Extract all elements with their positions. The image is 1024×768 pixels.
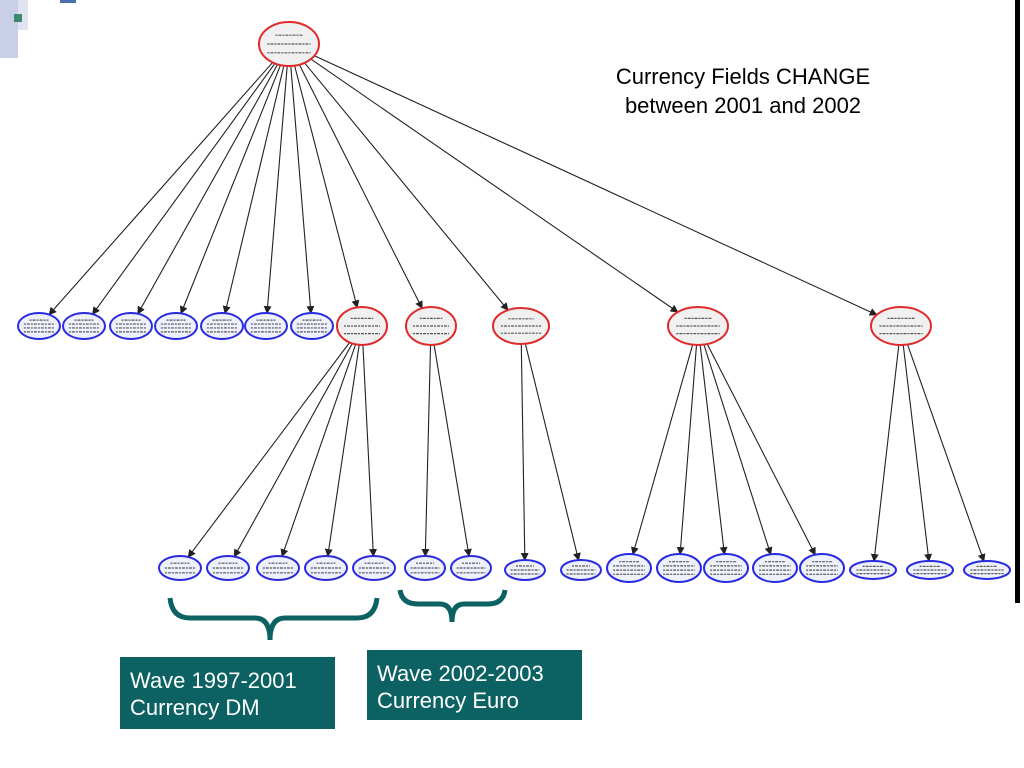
edge-root-f6 [263, 65, 288, 315]
field-node-f4 [154, 312, 198, 340]
field-node-g4c4 [752, 553, 798, 583]
slide-accent-line [60, 0, 76, 3]
caption-line-1: Currency Fields CHANGE [615, 64, 871, 89]
group-node-g4 [667, 306, 729, 346]
field-node-g1c1 [158, 555, 202, 581]
edge-g5-g5c1 [870, 344, 900, 563]
node-ellipse [799, 553, 845, 583]
wave-dm-line-2: Currency DM [130, 695, 260, 720]
edge-g4-g4c4 [703, 344, 773, 556]
edge-g1-g1c1 [187, 342, 351, 558]
edge-g5-g5c2 [902, 344, 933, 563]
wave-dm-line-1: Wave 1997-2001 [130, 668, 297, 693]
wave-box-euro: Wave 2002-2003 Currency Euro [367, 650, 582, 720]
group-node-g3 [492, 307, 550, 345]
edge-root-f2 [92, 63, 276, 315]
edge-root-g2 [298, 64, 423, 310]
edge-g2-g2c2 [433, 344, 472, 558]
edge-root-f7 [290, 65, 315, 315]
brace-euro [397, 589, 508, 623]
field-node-f5 [200, 312, 244, 340]
field-node-g2c1 [404, 555, 446, 581]
edge-root-f5 [222, 65, 285, 315]
edge-root-g5 [314, 55, 878, 316]
edge-root-f4 [179, 64, 282, 315]
field-node-g5c3 [963, 560, 1011, 580]
field-node-g5c2 [906, 560, 954, 580]
node-layer [17, 21, 1011, 583]
node-ellipse [244, 312, 288, 340]
edge-root-g1 [294, 65, 360, 309]
edge-g1-g1c3 [280, 344, 357, 558]
edge-root-f3 [137, 64, 279, 315]
edge-g1-g1c4 [324, 344, 360, 558]
edge-g2-g2c1 [421, 344, 432, 558]
edge-layer [48, 55, 986, 563]
right-border-line [1015, 0, 1020, 603]
field-node-g4c2 [656, 553, 702, 583]
slide-accent-inner [18, 0, 28, 30]
edge-root-g3 [304, 62, 509, 311]
diagram-caption: Currency Fields CHANGE between 2001 and … [578, 62, 908, 120]
node-ellipse [154, 312, 198, 340]
slide-accent-square [14, 14, 22, 22]
node-ellipse [963, 560, 1011, 580]
field-node-f7 [290, 312, 334, 340]
node-ellipse [62, 312, 106, 340]
field-node-f2 [62, 312, 106, 340]
node-ellipse [200, 312, 244, 340]
field-node-g5c1 [849, 560, 897, 580]
edge-g4-g4c5 [706, 343, 816, 556]
node-ellipse [703, 553, 749, 583]
field-node-f1 [17, 312, 61, 340]
edge-root-f1 [48, 62, 274, 316]
node-ellipse [17, 312, 61, 340]
group-node-g5 [870, 306, 932, 346]
group-node-g2 [405, 306, 457, 346]
group-node-g1 [336, 306, 388, 346]
field-node-g3c2 [560, 559, 602, 581]
brace-layer [167, 589, 508, 641]
node-ellipse [752, 553, 798, 583]
edge-g1-g1c5 [362, 344, 378, 558]
field-node-g1c5 [352, 555, 396, 581]
field-node-g1c4 [304, 555, 348, 581]
edge-g1-g1c2 [233, 343, 353, 558]
edge-g4-g4c3 [699, 344, 728, 556]
edge-g5-g5c3 [907, 344, 986, 563]
slide-accent-outer [0, 0, 18, 58]
field-node-g4c3 [703, 553, 749, 583]
edge-g4-g4c2 [676, 344, 698, 556]
field-node-g4c1 [606, 553, 652, 583]
node-ellipse [109, 312, 153, 340]
field-node-g3c1 [504, 559, 546, 581]
field-node-g1c2 [206, 555, 250, 581]
node-ellipse [656, 553, 702, 583]
brace-dm [167, 597, 380, 641]
wave-euro-line-1: Wave 2002-2003 [377, 661, 544, 686]
field-node-f6 [244, 312, 288, 340]
field-node-g2c2 [450, 555, 492, 581]
wave-euro-line-2: Currency Euro [377, 688, 519, 713]
node-ellipse [906, 560, 954, 580]
node-ellipse [606, 553, 652, 583]
edge-root-g4 [310, 58, 679, 313]
edge-g3-g3c2 [524, 343, 581, 562]
caption-line-2: between 2001 and 2002 [624, 93, 862, 118]
field-node-g4c5 [799, 553, 845, 583]
node-ellipse [290, 312, 334, 340]
field-node-g1c3 [256, 555, 300, 581]
node-ellipse [492, 307, 550, 345]
edge-g4-g4c1 [631, 344, 694, 556]
edge-g3-g3c1 [520, 343, 529, 562]
node-ellipse [849, 560, 897, 580]
root-node [258, 21, 320, 67]
field-node-f3 [109, 312, 153, 340]
wave-box-dm: Wave 1997-2001 Currency DM [120, 657, 335, 729]
